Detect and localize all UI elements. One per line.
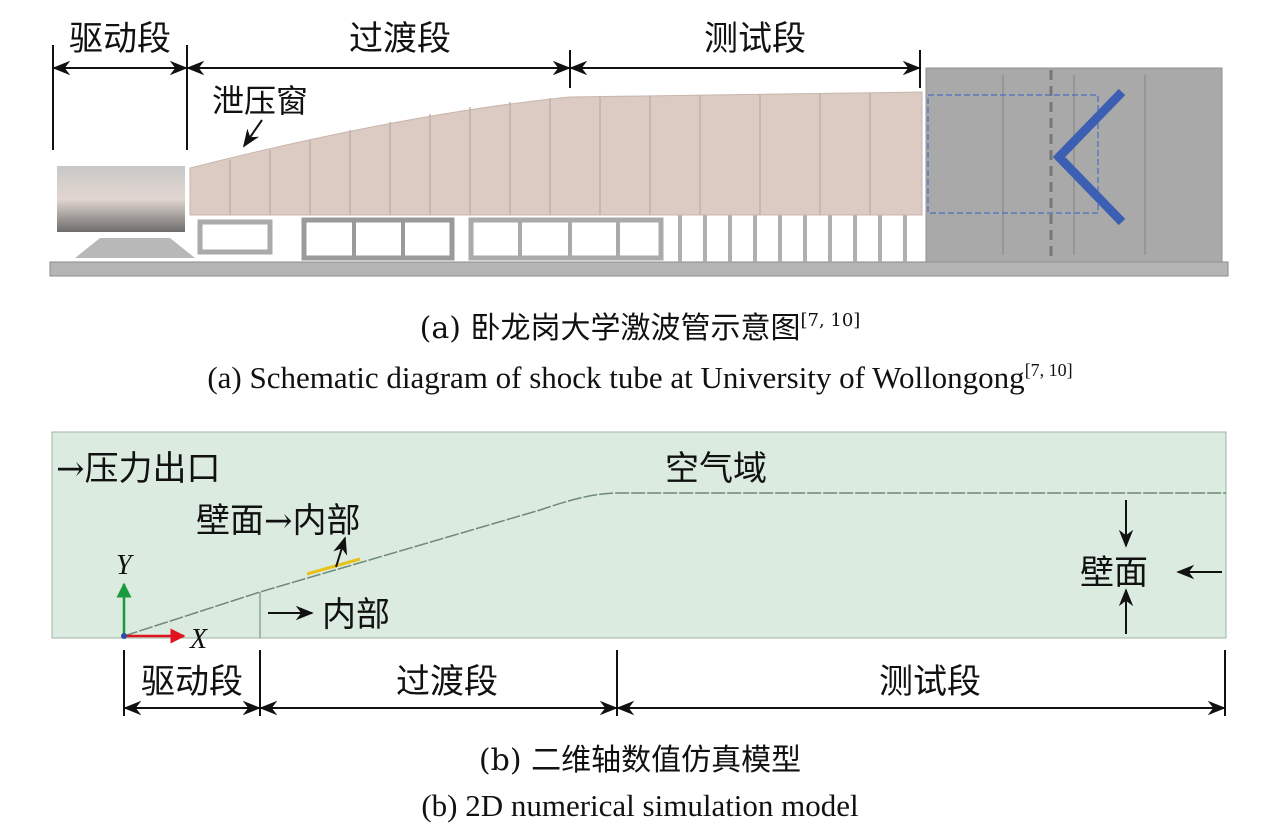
deflector-plate <box>1052 88 1126 226</box>
label-transition-section: 过渡段 <box>349 19 451 59</box>
wall-to-interior-segment <box>306 557 361 576</box>
label-interior: 内部 <box>322 595 390 635</box>
label-transition-section-b: 过渡段 <box>396 662 498 702</box>
transition-and-test-tube <box>189 91 923 216</box>
origin-dot <box>121 633 127 639</box>
panel-a: 驱动段 过渡段 测试段 泄压窗 <box>49 19 1229 395</box>
vent-arrow-icon <box>242 119 263 148</box>
label-pressure-outlet: →压力出口 <box>56 449 221 489</box>
driver-cylinder <box>57 166 185 232</box>
label-driver-section: 驱动段 <box>69 19 171 59</box>
caption-a-cn: (a) 卧龙岗大学激波管示意图[7, 10] <box>420 310 861 346</box>
label-test-section: 测试段 <box>704 19 806 59</box>
driver-stand <box>75 238 195 258</box>
test-section-legs <box>678 215 907 262</box>
axis-x-label: X <box>189 624 208 655</box>
tube-wall-profile <box>123 492 1226 637</box>
section-dimension-lines-b <box>123 650 1226 716</box>
axis-y-label: Y <box>116 550 135 581</box>
panel-b: →压力出口 空气域 壁面→内部 内部 Y X 壁面 驱动段 过渡段 测试段 (b… <box>51 431 1227 823</box>
air-domain <box>51 431 1227 639</box>
tube-ring-lines <box>229 93 871 215</box>
caption-b-cn: (b) 二维轴数值仿真模型 <box>479 743 801 778</box>
shock-tube-drawing <box>49 67 1229 277</box>
caption-b-en: (b) 2D numerical simulation model <box>421 788 858 823</box>
normal-arrow-icon <box>333 536 348 568</box>
label-test-section-b: 测试段 <box>879 662 981 702</box>
label-driver-section-b: 驱动段 <box>141 662 243 702</box>
label-wall: 壁面 <box>1080 553 1148 593</box>
label-vent-window: 泄压窗 <box>212 82 308 120</box>
label-air-domain: 空气域 <box>665 449 767 489</box>
section-dimension-lines <box>52 45 921 150</box>
support-carts <box>301 217 664 261</box>
rail <box>49 261 1229 277</box>
label-wall-to-interior: 壁面→内部 <box>196 501 361 541</box>
caption-a-en: (a) Schematic diagram of shock tube at U… <box>207 360 1072 395</box>
